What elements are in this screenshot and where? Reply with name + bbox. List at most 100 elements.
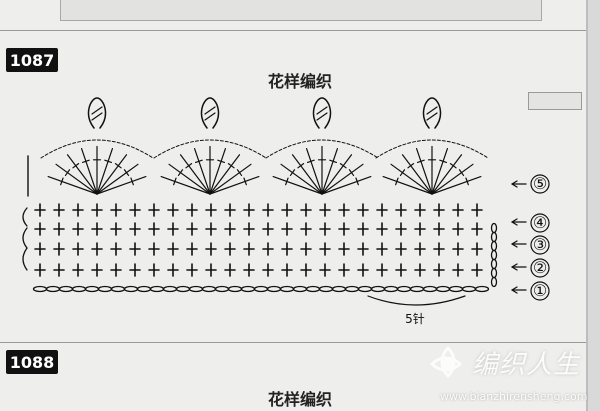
chain-loop — [367, 295, 466, 306]
single-crochet — [319, 203, 331, 217]
picot-mark — [316, 106, 328, 115]
stitch-crossbar — [285, 177, 289, 186]
single-crochet — [243, 222, 255, 236]
stitch-crossbar — [72, 163, 80, 169]
single-crochet — [452, 222, 464, 236]
chain-stitch — [227, 285, 243, 293]
single-crochet — [376, 222, 388, 236]
chain-stitch — [84, 285, 100, 293]
chain-stitch — [279, 285, 295, 293]
chain-stitch — [240, 285, 256, 293]
single-crochet — [338, 242, 350, 256]
single-crochet — [433, 263, 445, 277]
double-crochet — [96, 147, 114, 195]
double-crochet — [96, 154, 128, 195]
chain-stitch — [490, 231, 498, 243]
single-crochet — [338, 203, 350, 217]
fan-chain-arc — [40, 139, 154, 159]
stitch-crossbar — [399, 169, 406, 177]
single-crochet — [262, 203, 274, 217]
stitch-crossbar — [458, 169, 465, 177]
single-crochet — [205, 222, 217, 236]
picot-mark — [204, 106, 216, 115]
single-crochet — [72, 222, 84, 236]
double-crochet — [96, 175, 147, 195]
chain-stitch — [490, 249, 498, 261]
picot-mark — [91, 106, 103, 115]
stitch-count-note: 5针 — [405, 311, 425, 326]
picot-mark — [91, 112, 103, 121]
chain-stitch — [266, 285, 282, 293]
single-crochet — [167, 203, 179, 217]
arrow-head-row-2 — [511, 263, 518, 271]
double-crochet — [431, 147, 449, 195]
chain-stitch — [32, 285, 48, 293]
single-crochet — [471, 263, 483, 277]
stitch-crossbar — [60, 177, 64, 186]
fan-chain-arc — [375, 139, 489, 159]
single-crochet — [414, 242, 426, 256]
single-crochet — [34, 222, 46, 236]
single-crochet — [300, 242, 312, 256]
stitch-crossbar — [194, 159, 203, 164]
chain-stitch — [344, 285, 360, 293]
stitch-crossbar — [123, 169, 130, 177]
double-crochet — [209, 154, 241, 195]
stitch-crossbar — [173, 177, 177, 186]
stitch-crossbar — [243, 177, 247, 186]
single-crochet — [167, 242, 179, 256]
picot-mark — [426, 112, 438, 121]
double-crochet — [209, 175, 260, 195]
stitch-crossbar — [449, 163, 457, 169]
single-crochet — [224, 242, 236, 256]
single-crochet — [338, 222, 350, 236]
single-crochet — [91, 203, 103, 217]
double-crochet — [321, 163, 364, 195]
chain-stitch — [123, 285, 139, 293]
single-crochet — [376, 203, 388, 217]
chain-stitch — [435, 285, 451, 293]
row-label-1: ① — [533, 281, 547, 300]
single-crochet — [186, 263, 198, 277]
stitch-crossbar — [416, 159, 425, 164]
double-crochet — [179, 154, 211, 195]
single-crochet — [243, 263, 255, 277]
single-crochet — [357, 203, 369, 217]
stitch-crossbar — [217, 159, 226, 164]
single-crochet — [186, 242, 198, 256]
divider-line — [0, 30, 586, 31]
double-crochet — [291, 154, 323, 195]
flower-logo-icon — [429, 345, 463, 379]
chain-stitch — [357, 285, 373, 293]
single-crochet — [300, 203, 312, 217]
single-crochet — [452, 242, 464, 256]
stitch-crossbar — [339, 163, 347, 169]
chain-stitch — [188, 285, 204, 293]
stitch-crossbar — [289, 169, 296, 177]
chain-stitch — [214, 285, 230, 293]
chain-stitch — [490, 240, 498, 252]
single-crochet — [129, 263, 141, 277]
single-crochet — [319, 222, 331, 236]
single-crochet — [205, 203, 217, 217]
single-crochet — [433, 242, 445, 256]
double-crochet — [431, 154, 463, 195]
single-crochet — [414, 263, 426, 277]
single-crochet — [395, 203, 407, 217]
single-crochet — [53, 242, 65, 256]
single-crochet — [471, 242, 483, 256]
single-crochet — [167, 222, 179, 236]
single-crochet — [91, 222, 103, 236]
single-crochet — [300, 263, 312, 277]
single-crochet — [148, 242, 160, 256]
single-crochet — [395, 242, 407, 256]
single-crochet — [34, 263, 46, 277]
picot-mark — [426, 106, 438, 115]
single-crochet — [110, 203, 122, 217]
single-crochet — [224, 222, 236, 236]
single-crochet — [433, 203, 445, 217]
single-crochet — [300, 222, 312, 236]
double-crochet — [193, 147, 211, 195]
pattern-title: 花样编织 — [267, 72, 332, 91]
single-crochet — [205, 263, 217, 277]
